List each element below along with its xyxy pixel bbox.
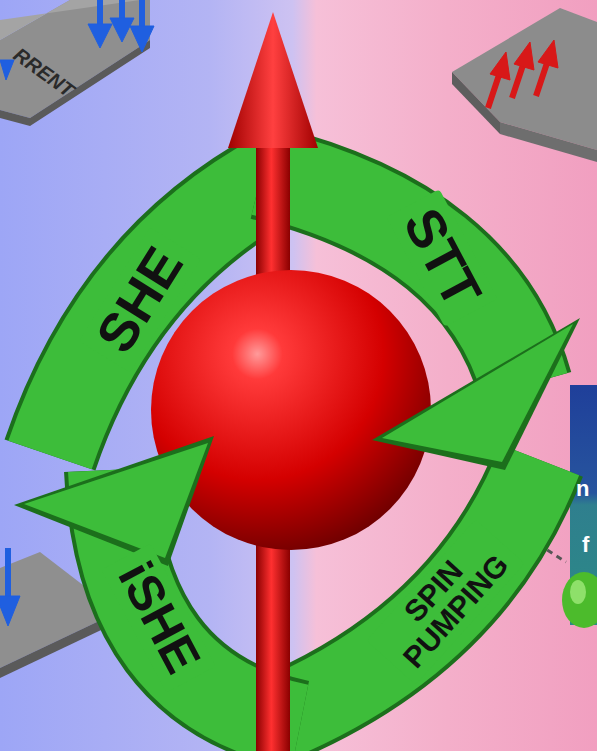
red-spin-arrows-part <box>514 42 534 70</box>
blue-spin-arrows-lower-part <box>5 548 11 600</box>
red-spin-arrows-part <box>536 60 548 96</box>
spin-vector-arrow-part <box>228 12 318 148</box>
blue-spin-arrows-part <box>88 24 112 48</box>
ribbon-arrowheads <box>14 318 580 566</box>
red-spin-arrows-part <box>512 62 524 98</box>
ribbon-arrowheads-part <box>14 436 214 566</box>
blue-spin-arrows-part <box>110 18 134 42</box>
ribbon-arrowheads-part <box>372 318 580 470</box>
red-spin-arrows-part <box>538 40 558 68</box>
top-right-slab <box>452 8 597 162</box>
blue-spin-arrows-lower <box>0 548 20 626</box>
panel-letter: n <box>576 478 589 500</box>
blue-spin-arrows-lower-part <box>0 596 20 626</box>
ribbon-arrowheads-part <box>382 324 573 462</box>
top-right-slab-part <box>452 72 500 134</box>
red-sphere <box>151 270 431 550</box>
red-spin-arrows <box>488 40 558 108</box>
panel-letter: f <box>582 534 589 556</box>
device-panel-part <box>570 580 586 604</box>
blue-spin-arrows-part <box>0 60 14 80</box>
top-right-slab-part <box>452 8 597 150</box>
ribbon-label: STT <box>395 200 491 315</box>
device-panel-part <box>562 572 597 628</box>
top-right-slab-part <box>500 122 597 162</box>
red-spin-arrows-part <box>488 72 500 108</box>
blue-spin-arrows-part <box>130 26 154 52</box>
top-left-slab-part <box>0 40 150 126</box>
red-spin-arrows-part <box>490 52 510 80</box>
ribbon-arrowheads-part <box>24 443 208 558</box>
top-left-slab <box>0 0 150 126</box>
